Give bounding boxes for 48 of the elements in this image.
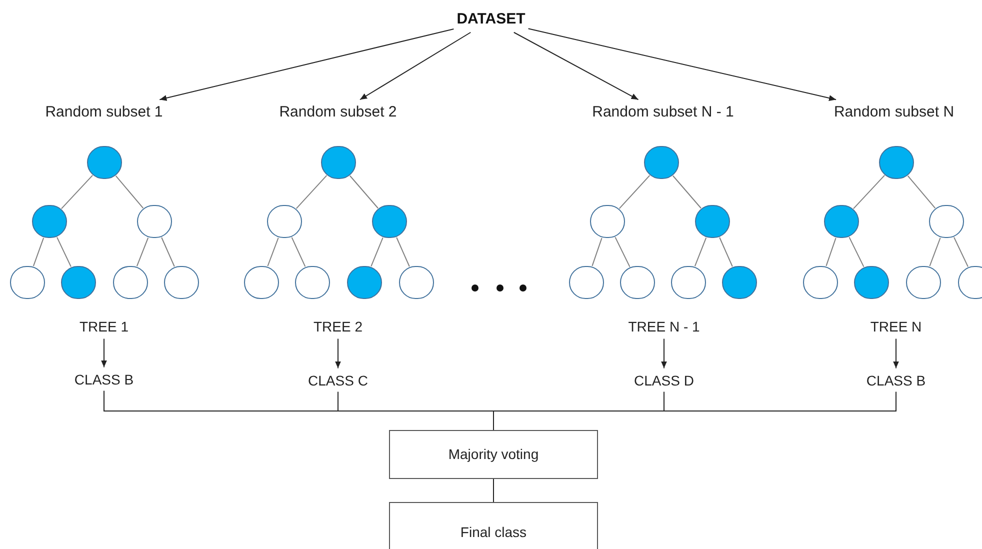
connector-line: [672, 175, 702, 209]
arrow: [159, 28, 454, 101]
tree-label: TREE 2: [314, 318, 362, 336]
subset-label: Random subset 1: [45, 104, 163, 122]
connector-line: [826, 238, 836, 266]
arrow: [513, 32, 639, 100]
subset-label: Random subset 2: [279, 104, 397, 122]
class-label: CLASS B: [74, 371, 134, 389]
arrow: [101, 338, 107, 368]
tree-label: TREE N: [870, 318, 922, 336]
connector-line: [267, 237, 279, 267]
arrow: [893, 338, 899, 369]
connector-line: [32, 237, 44, 267]
connector-line: [592, 238, 602, 266]
connector-line: [907, 175, 936, 209]
connector-line: [291, 236, 306, 268]
tree-label: TREE N - 1: [628, 318, 700, 336]
process-box: Final class: [389, 502, 598, 549]
connector-line: [848, 236, 864, 268]
connector-line: [852, 174, 886, 210]
connector-line: [954, 236, 968, 268]
process-box: Majority voting: [389, 430, 598, 479]
connector-line: [694, 237, 707, 267]
arrow: [360, 32, 472, 100]
connector-line: [60, 174, 94, 210]
connector-line: [719, 237, 733, 267]
connector-line: [396, 237, 410, 267]
tree-label: TREE 1: [80, 318, 128, 336]
subset-label: Random subset N: [834, 104, 954, 122]
connector-line: [296, 174, 328, 210]
dataset-label: DATASET: [456, 10, 526, 30]
connector-line: [349, 175, 379, 209]
connector-line: [115, 175, 144, 209]
connector-line: [618, 174, 650, 210]
connector-line: [614, 236, 630, 268]
connector-line: [161, 237, 175, 267]
connector-line: [136, 237, 149, 267]
subset-label: Random subset N - 1: [592, 104, 734, 122]
arrow: [528, 28, 837, 101]
connector-line: [370, 237, 384, 267]
class-label: CLASS B: [866, 372, 926, 390]
connector-line: [929, 237, 941, 267]
class-label: CLASS D: [634, 372, 694, 390]
class-label: CLASS C: [308, 372, 368, 390]
arrow: [661, 338, 667, 369]
connector-line: [493, 478, 494, 502]
arrow: [335, 338, 341, 369]
connector-line: [56, 236, 72, 268]
